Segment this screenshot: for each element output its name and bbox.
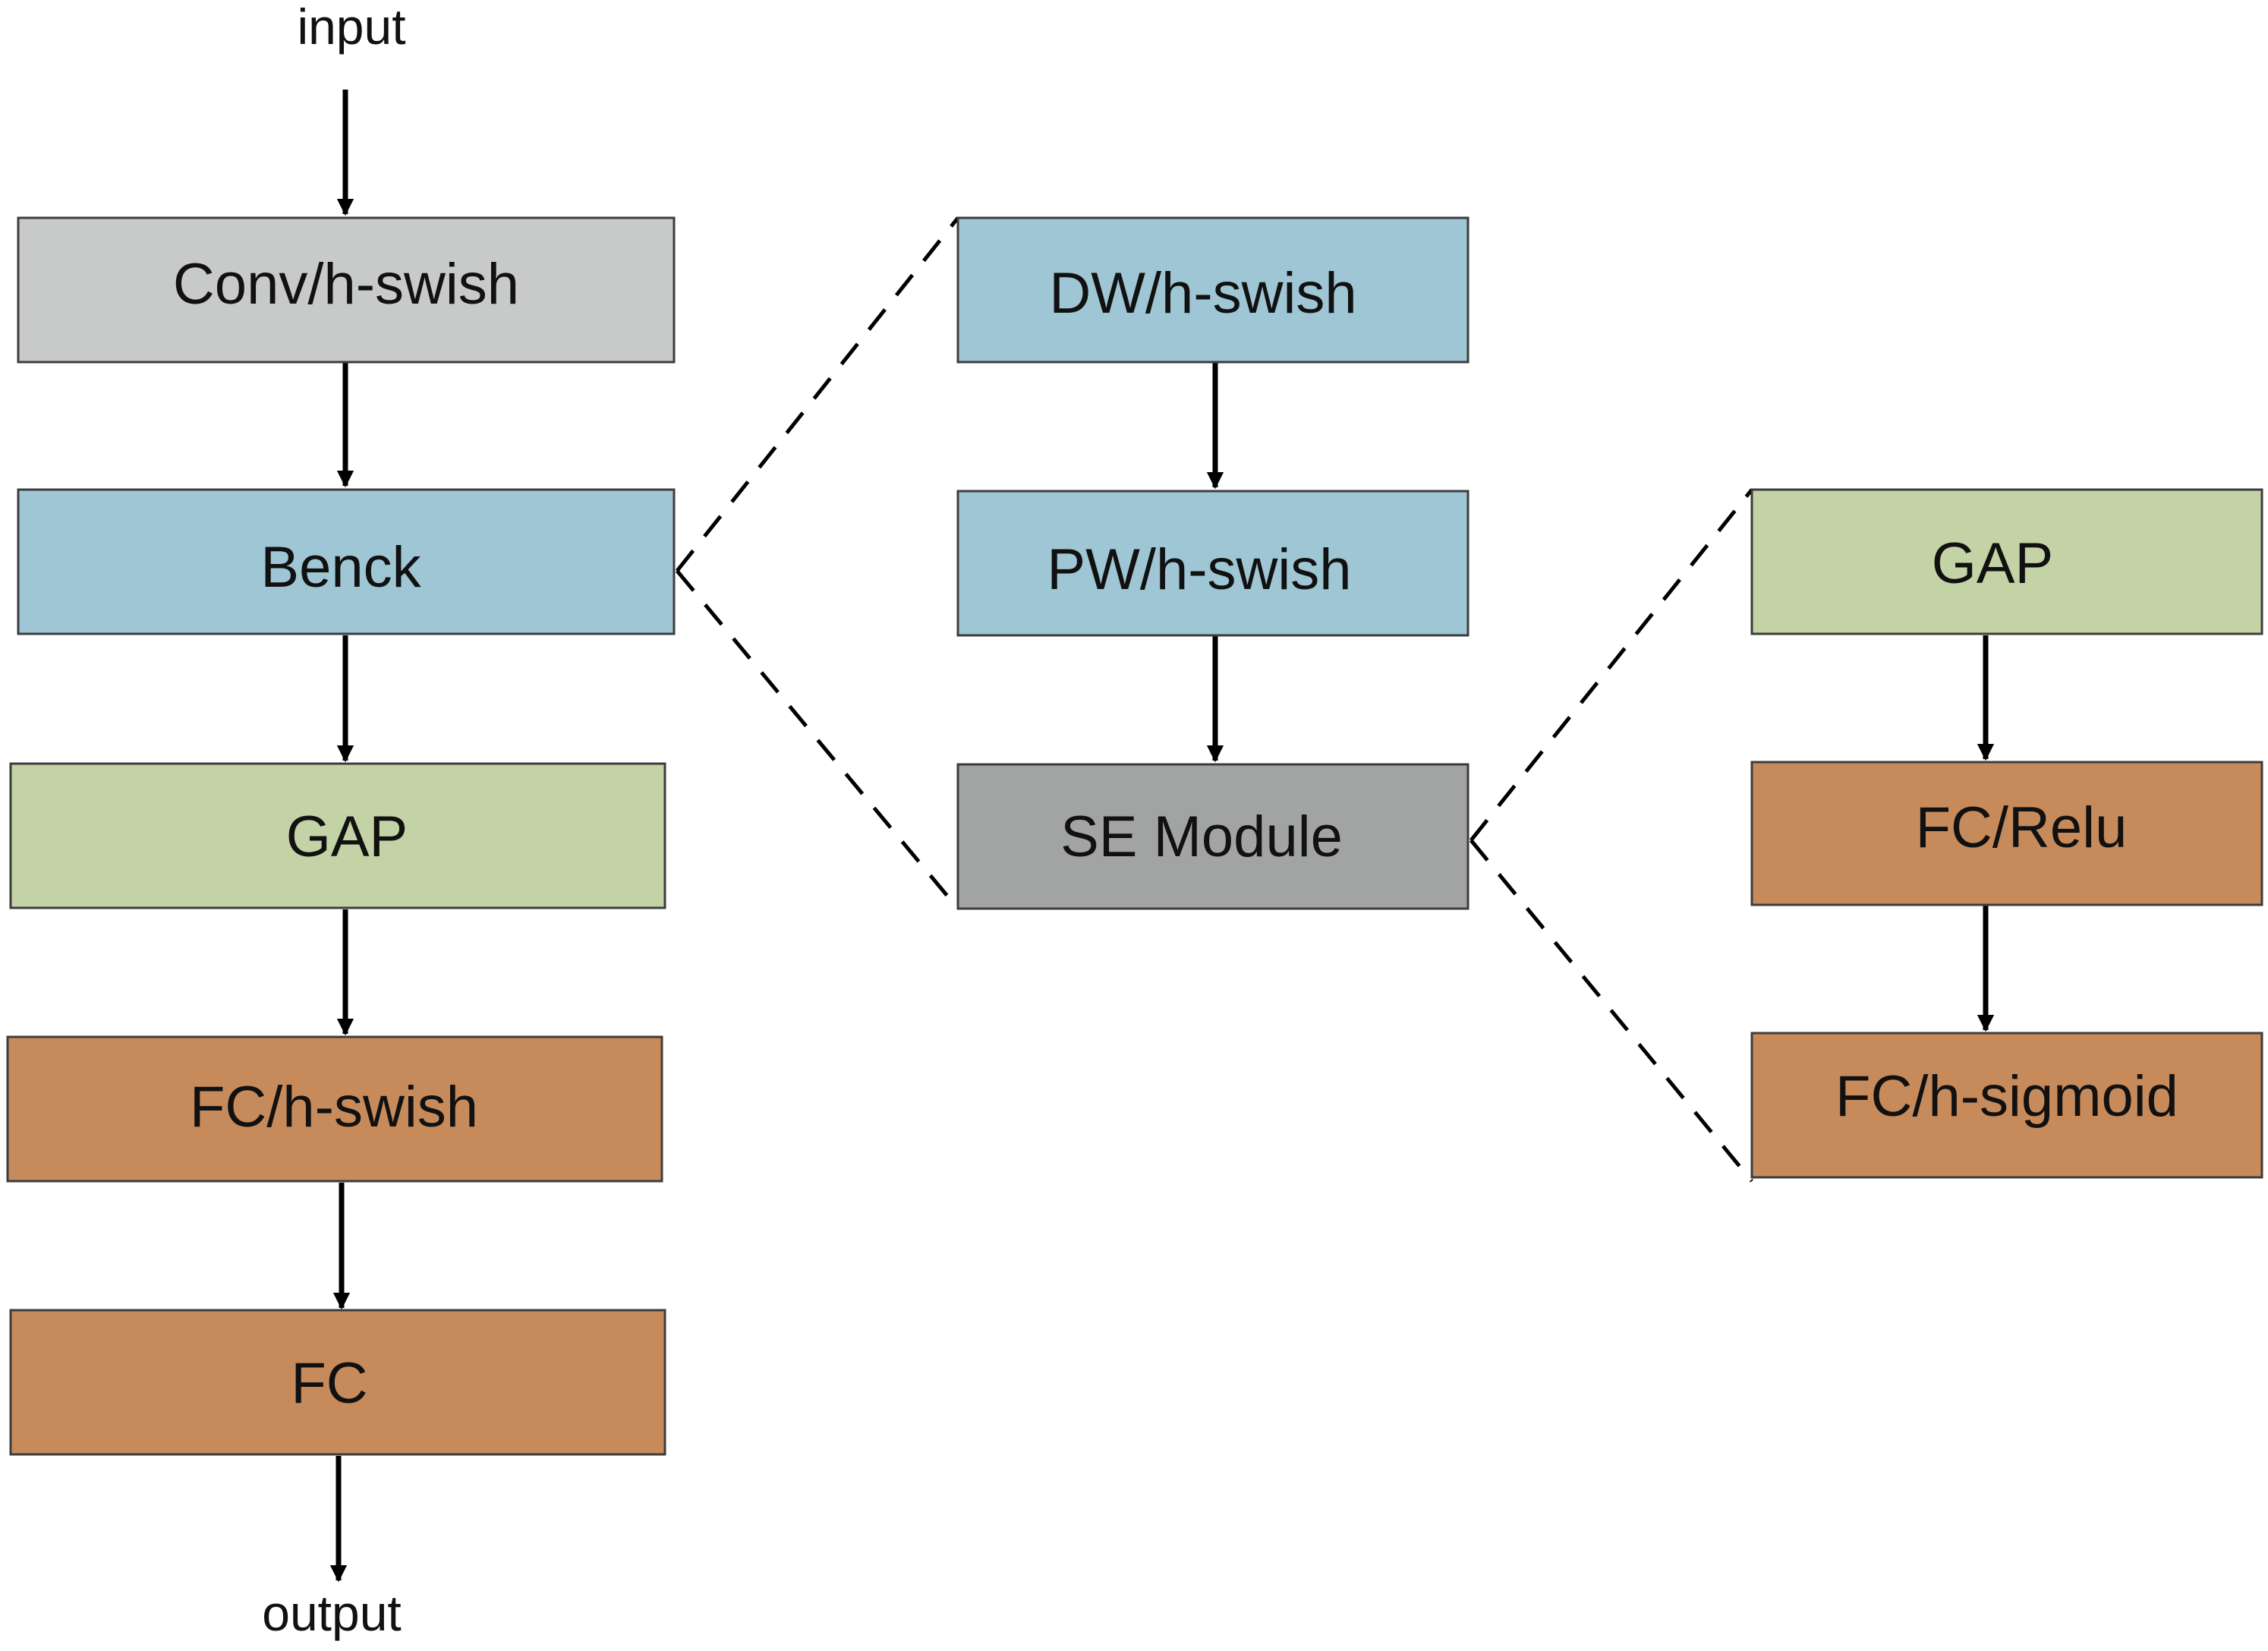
flow-arrows	[329, 90, 1995, 1583]
se-expansion-line-bottom	[1469, 839, 1753, 1183]
fc-hsigmoid-label: FC/h-sigmoid	[1835, 1064, 2178, 1129]
benck-label: Benck	[260, 535, 421, 600]
fc-hsigmoid-block: FC/h-sigmoid	[1750, 1032, 2263, 1179]
conv-block: Conv/h-swish	[17, 216, 676, 364]
fc-relu-block: FC/Relu	[1750, 761, 2263, 906]
se-column: GAP FC/Relu FC/h-sigmoid	[1750, 488, 2263, 1179]
fc-hswish-box	[6, 1035, 663, 1183]
se-gap-box	[1750, 488, 2263, 635]
benck-block: Benck	[17, 488, 676, 635]
fc-hswish-block: FC/h-swish	[6, 1035, 663, 1183]
fc-hswish-label: FC/h-swish	[190, 1075, 478, 1139]
fc-relu-box	[1750, 761, 2263, 906]
pw-box	[956, 490, 1469, 637]
output-label: output	[262, 1585, 402, 1641]
benck-expansion-line-top	[676, 216, 959, 572]
gap-block: GAP	[9, 762, 666, 909]
se-gap-block: GAP	[1750, 488, 2263, 635]
benck-expansion-line-bottom	[676, 569, 959, 910]
fc-hsigmoid-box	[1750, 1032, 2263, 1179]
se-module-block: SE Module	[956, 763, 1469, 910]
pw-block: PW/h-swish	[956, 490, 1469, 637]
dw-box	[956, 216, 1469, 364]
fc-box	[9, 1309, 666, 1456]
fc-relu-label: FC/Relu	[1916, 796, 2128, 860]
gap-box	[9, 762, 666, 909]
conv-label: Conv/h-swish	[173, 252, 519, 317]
dw-block: DW/h-swish	[956, 216, 1469, 364]
dw-label: DW/h-swish	[1049, 261, 1356, 326]
expansion-lines	[676, 216, 1753, 1183]
se-module-box	[956, 763, 1469, 910]
pw-label: PW/h-swish	[1047, 537, 1351, 602]
conv-box	[17, 216, 676, 364]
se-gap-label: GAP	[1932, 531, 2054, 596]
se-expansion-line-top	[1469, 488, 1753, 842]
fc-block: FC	[9, 1309, 666, 1456]
benck-box	[17, 488, 676, 635]
se-module-label: SE Module	[1060, 805, 1343, 869]
input-label: input	[297, 0, 405, 55]
main-column: Conv/h-swish Benck GAP FC/h-swish FC	[6, 216, 676, 1456]
fc-label: FC	[291, 1351, 367, 1416]
benck-column: DW/h-swish PW/h-swish SE Module	[956, 216, 1469, 910]
gap-label: GAP	[286, 805, 408, 869]
